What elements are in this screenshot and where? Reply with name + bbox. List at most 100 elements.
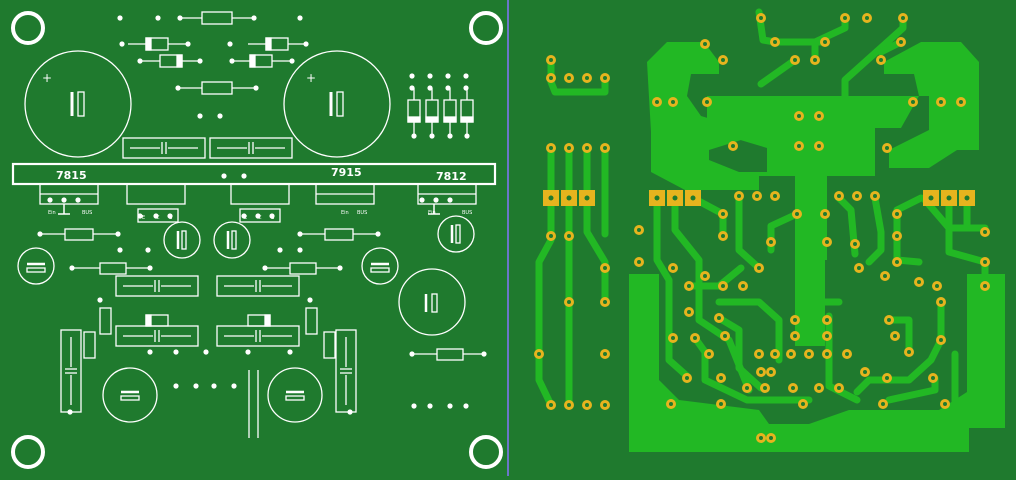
silk-pad [427,403,433,409]
pin-label-c: C [258,215,262,221]
pad-hole [773,352,777,356]
silk-pads [37,15,487,415]
pad-hole [731,144,735,148]
silk-pad [173,383,179,389]
silk-pad [337,265,343,271]
silkscreen-layer: + + [0,0,508,476]
silk-pad [433,197,439,203]
capacitor-icon [216,275,300,297]
pad-hole [773,194,777,198]
resistor-icon [180,11,254,25]
silk-pad [409,351,415,357]
capacitor-icon [122,137,206,159]
pad-hole [637,260,641,264]
resistor-icon [265,262,340,275]
pad-hole [603,352,607,356]
pad-hole [825,318,829,322]
pin-label-bus: BUS [357,210,367,216]
silk-pad [464,133,470,139]
pad-hole [939,100,943,104]
pad-hole [567,300,571,304]
pad-hole [549,146,553,150]
regulator-icon [230,183,290,205]
pad-hole [907,350,911,354]
pad-hole [757,266,761,270]
silk-pad [137,58,143,64]
pad-hole [603,76,607,80]
pad-hole [719,376,723,380]
pad-hole [823,212,827,216]
pad-hole [693,336,697,340]
pad-hole [690,195,696,201]
pin-label-b: B [271,215,275,221]
pad-hole [703,42,707,46]
svg-text:+: + [42,71,52,85]
silk-pad [277,247,283,253]
pad-hole [717,316,721,320]
pad-hole [745,386,749,390]
pad-hole [983,230,987,234]
diode-icon [425,88,439,134]
pad-hole [687,310,691,314]
pad-hole [687,284,691,288]
pad-hole [801,402,805,406]
silk-pad [75,197,81,203]
pad-hole [817,386,821,390]
silk-pad [447,197,453,203]
pad-hole [983,284,987,288]
diode-icon [128,37,186,51]
pad-hole [567,146,571,150]
diode-icon [247,314,271,327]
silk-pad [217,113,223,119]
silk-pad [231,383,237,389]
silk-pad [463,85,469,91]
svg-text:+: + [306,71,316,85]
silk-pad [411,403,417,409]
pad-hole [797,114,801,118]
pad-hole [773,40,777,44]
pad-hole [585,403,589,407]
silk-pad [427,73,433,79]
pad-hole [654,195,660,201]
pad-hole [795,212,799,216]
pad-hole [964,195,970,201]
pad-hole [935,284,939,288]
resistor-icon [72,262,150,275]
diode-icon [407,88,421,134]
pad-hole [671,266,675,270]
resistor-icon [412,348,484,361]
pad-hole [567,403,571,407]
silk-pad [307,297,313,303]
resistor-icon [300,228,378,241]
pad-hole [817,144,821,148]
silk-pad [375,231,381,237]
pad-hole [549,76,553,80]
pad-hole [939,300,943,304]
silk-pad [69,265,75,271]
pin-label-ein: Ein [428,210,436,216]
silk-pad [241,173,247,179]
resistor-icon [99,307,112,335]
pad-hole [669,402,673,406]
silk-pad [153,213,159,219]
silk-pad [211,383,217,389]
regulator-icon [315,183,375,205]
pad-hole [797,144,801,148]
mounting-hole-icon [11,11,45,45]
pad-hole [789,352,793,356]
resistor-icon [305,307,318,335]
pad-hole [759,16,763,20]
resistor-icon [83,331,96,359]
capacitor-icon [17,247,55,285]
pad-hole [741,284,745,288]
pad-hole [672,195,678,201]
pad-hole [707,352,711,356]
regulator-label-2: 7915 [331,166,362,179]
silk-pad [241,213,247,219]
diode-icon [145,314,169,327]
pad-hole [685,376,689,380]
pin-label-c: C [156,215,160,221]
resistor-icon [40,228,118,241]
pad-hole [931,376,935,380]
